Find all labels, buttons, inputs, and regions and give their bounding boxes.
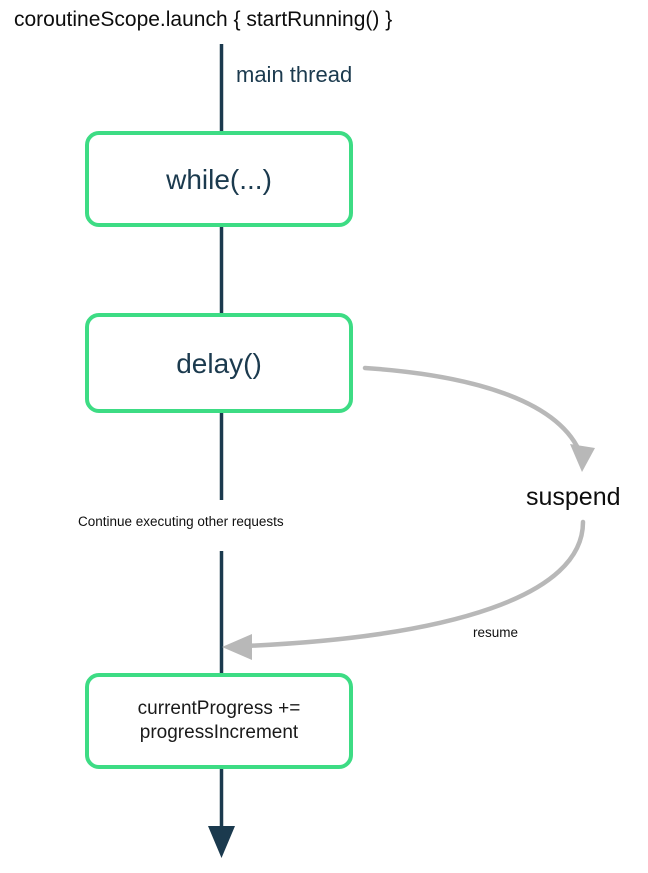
node-delay-label: delay() [176,347,262,379]
node-delay[interactable]: delay() [85,313,353,413]
node-while[interactable]: while(...) [85,131,353,227]
suspend-label: suspend [526,483,621,511]
suspend-arrow-curve [362,365,584,458]
suspend-arrowhead [570,444,595,472]
coroutine-scope-title: coroutineScope.launch { startRunning() } [14,8,393,31]
node-while-label: while(...) [166,163,272,195]
node-current-progress[interactable]: currentProgress += progressIncrement [85,673,353,769]
resume-arrowhead [222,634,252,660]
continue-executing-note: Continue executing other requests [78,514,284,529]
lifeline-end-arrowhead [208,826,235,858]
resume-arrow-curve [242,519,586,649]
main-thread-label: main thread [236,62,353,87]
resume-label: resume [473,625,519,640]
node-current-progress-label: currentProgress += progressIncrement [137,698,301,743]
